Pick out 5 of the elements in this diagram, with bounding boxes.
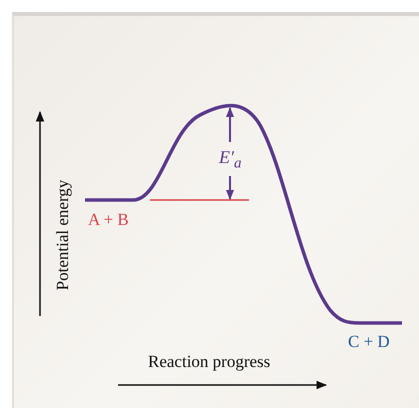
activation-energy-label: E′$_{a}$ — [219, 147, 242, 173]
axis-title: Reaction progress — [148, 352, 270, 372]
axis-title: Potential energy — [53, 178, 73, 292]
reactants-label: A + B — [88, 210, 129, 230]
products-label: C + D — [348, 332, 390, 352]
